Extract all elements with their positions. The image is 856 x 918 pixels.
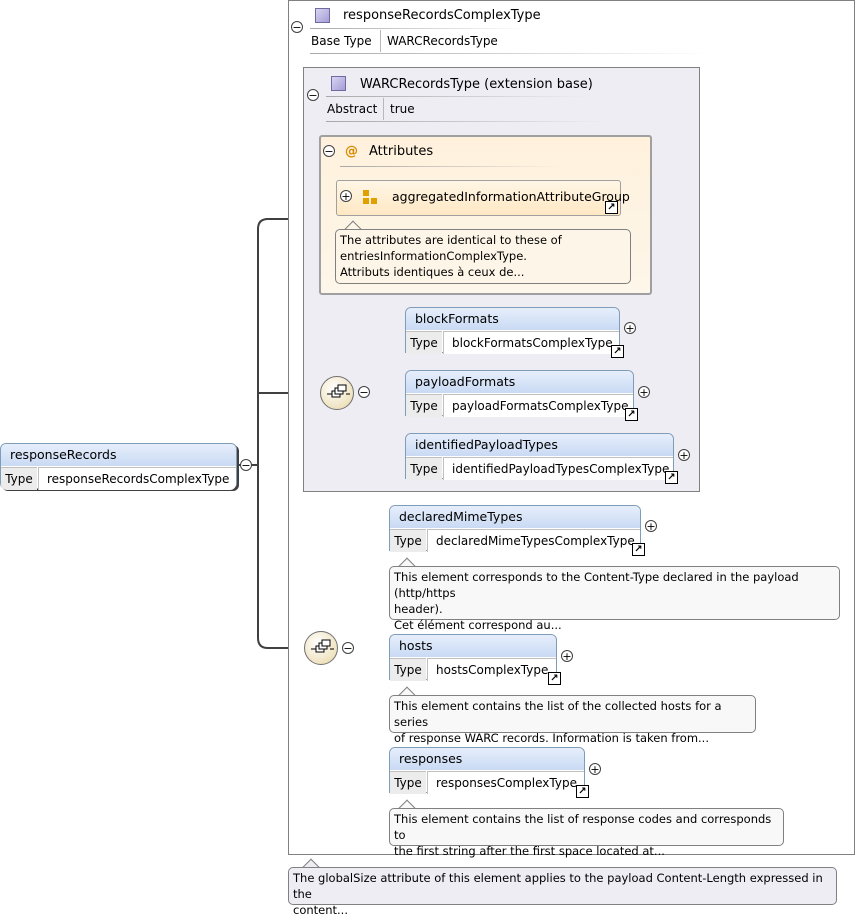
note-line: the first string after the first space l… bbox=[394, 844, 665, 858]
expand-toggle-hosts[interactable] bbox=[561, 650, 573, 662]
complex-type-icon bbox=[331, 76, 346, 91]
type-value: hostsComplexType bbox=[427, 658, 556, 681]
element-declaredMimeTypes[interactable]: declaredMimeTypes Type declaredMimeTypes… bbox=[389, 505, 641, 552]
expand-toggle-attribute-group[interactable] bbox=[340, 190, 352, 202]
link-arrow-icon[interactable]: ↗ bbox=[576, 785, 589, 798]
extension-name: WARCRecordsType (extension base) bbox=[360, 77, 593, 92]
link-arrow-icon[interactable]: ↗ bbox=[605, 201, 618, 214]
type-label: Type bbox=[406, 394, 442, 417]
link-arrow-icon[interactable]: ↗ bbox=[665, 471, 678, 484]
expand-toggle-declaredMimeTypes[interactable] bbox=[645, 520, 657, 532]
type-label: Type bbox=[406, 457, 442, 480]
note-line: header). bbox=[394, 602, 443, 616]
expand-toggle-responses[interactable] bbox=[589, 763, 601, 775]
element-identifiedPayloadTypes[interactable]: identifiedPayloadTypes Type identifiedPa… bbox=[405, 433, 674, 480]
base-type-label: Base Type bbox=[311, 34, 372, 48]
note-line: The globalSize attribute of this element… bbox=[293, 871, 823, 901]
element-name: responses bbox=[390, 748, 584, 770]
note-line: The attributes are identical to these of bbox=[340, 233, 562, 247]
note-line: This element corresponds to the Content-… bbox=[394, 570, 799, 600]
element-name: payloadFormats bbox=[406, 371, 633, 393]
type-value: declaredMimeTypesComplexType bbox=[427, 529, 640, 552]
type-label: Type bbox=[390, 529, 426, 552]
element-name: responseRecords bbox=[1, 444, 236, 466]
type-value: payloadFormatsComplexType bbox=[443, 394, 633, 417]
collapse-toggle-extension[interactable] bbox=[307, 89, 319, 101]
complex-type-note: The globalSize attribute of this element… bbox=[288, 867, 837, 917]
link-arrow-icon[interactable]: ↗ bbox=[611, 345, 624, 358]
divider bbox=[340, 166, 560, 167]
divider bbox=[326, 96, 586, 97]
element-payloadFormats[interactable]: payloadFormats Type payloadFormatsComple… bbox=[405, 370, 634, 417]
complex-type-icon bbox=[315, 8, 330, 23]
abstract-label: Abstract bbox=[327, 102, 378, 116]
note-line: entriesInformationComplexType. bbox=[340, 249, 527, 263]
expand-toggle-payloadFormats[interactable] bbox=[638, 386, 650, 398]
complex-type-name: responseRecordsComplexType bbox=[343, 8, 541, 23]
note-line: of response WARC records. Information is… bbox=[394, 731, 709, 745]
attributes-title: Attributes bbox=[369, 144, 434, 159]
type-label: Type bbox=[1, 467, 37, 490]
attribute-group-name: aggregatedInformationAttributeGroup bbox=[392, 189, 630, 204]
divider bbox=[326, 121, 606, 122]
collapse-toggle-outer-sequence[interactable] bbox=[342, 642, 354, 654]
element-responses[interactable]: responses Type responsesComplexType bbox=[389, 747, 585, 794]
element-name: blockFormats bbox=[406, 308, 619, 330]
hosts-note: This element contains the list of the co… bbox=[389, 695, 756, 745]
collapse-toggle-complex-type[interactable] bbox=[291, 21, 303, 33]
collapse-toggle-root[interactable] bbox=[240, 459, 252, 471]
link-arrow-icon[interactable]: ↗ bbox=[548, 672, 561, 685]
note-line: This element contains the list of the co… bbox=[394, 699, 722, 729]
type-value: identifiedPayloadTypesComplexType bbox=[443, 457, 673, 480]
type-label: Type bbox=[390, 771, 426, 794]
element-hosts[interactable]: hosts Type hostsComplexType bbox=[389, 634, 557, 681]
expand-toggle-blockFormats[interactable] bbox=[624, 322, 636, 334]
attribute-group-icon bbox=[363, 190, 377, 204]
collapse-toggle-inner-sequence[interactable] bbox=[358, 386, 370, 398]
attributes-note: The attributes are identical to these of… bbox=[335, 229, 631, 284]
root-element-responseRecords[interactable]: responseRecords Type responseRecordsComp… bbox=[0, 443, 237, 490]
attribute-group-aggregatedInformationAttributeGroup[interactable] bbox=[336, 180, 621, 216]
type-value: responsesComplexType bbox=[427, 771, 584, 794]
link-arrow-icon[interactable]: ↗ bbox=[625, 408, 638, 421]
divider bbox=[380, 30, 381, 52]
note-line: Attributs identiques à ceux de... bbox=[340, 265, 525, 279]
note-line: This element contains the list of respon… bbox=[394, 812, 772, 842]
base-type-value: WARCRecordsType bbox=[387, 34, 498, 48]
note-line: Cet élément correspond au... bbox=[394, 618, 562, 632]
attribute-icon: @ bbox=[345, 144, 358, 159]
element-name: identifiedPayloadTypes bbox=[406, 434, 673, 456]
collapse-toggle-attributes[interactable] bbox=[323, 145, 335, 157]
divider bbox=[310, 53, 710, 54]
type-label: Type bbox=[390, 658, 426, 681]
divider bbox=[310, 28, 530, 29]
element-name: hosts bbox=[390, 635, 556, 657]
abstract-value: true bbox=[390, 102, 415, 116]
divider bbox=[383, 98, 384, 120]
expand-toggle-identifiedPayloadTypes[interactable] bbox=[678, 449, 690, 461]
type-label: Type bbox=[406, 331, 442, 354]
sequence-icon bbox=[304, 631, 338, 665]
element-name: declaredMimeTypes bbox=[390, 506, 640, 528]
link-arrow-icon[interactable]: ↗ bbox=[632, 543, 645, 556]
type-value: responseRecordsComplexType bbox=[38, 467, 236, 490]
declaredMimeTypes-note: This element corresponds to the Content-… bbox=[389, 566, 840, 632]
type-value: blockFormatsComplexType bbox=[443, 331, 619, 354]
note-line: content... bbox=[293, 903, 348, 917]
sequence-icon bbox=[320, 376, 354, 410]
responses-note: This element contains the list of respon… bbox=[389, 808, 784, 858]
element-blockFormats[interactable]: blockFormats Type blockFormatsComplexTyp… bbox=[405, 307, 620, 354]
